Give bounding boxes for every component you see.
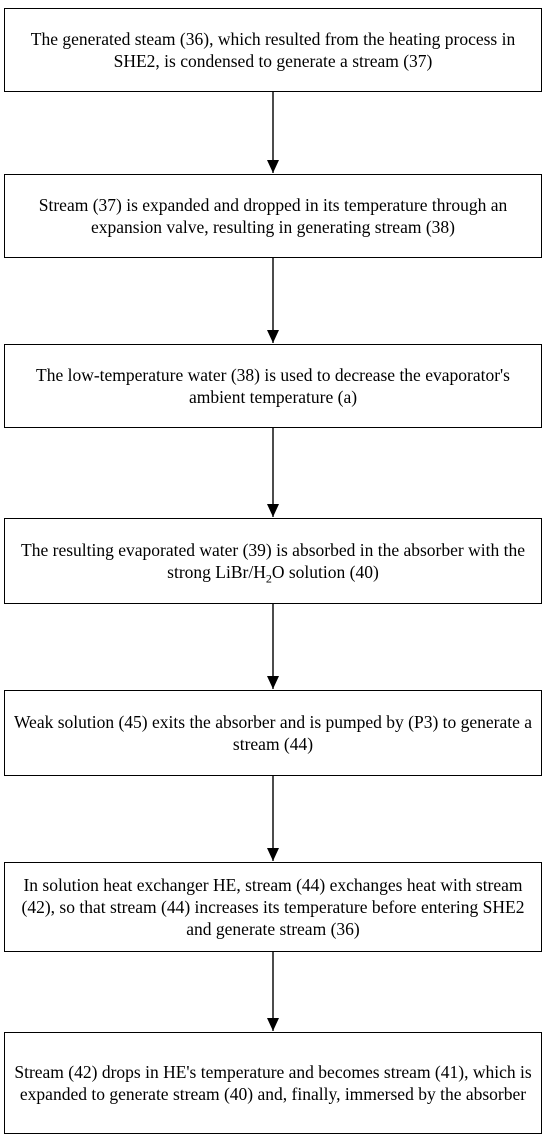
step-1-text: The generated steam (36), which resulted… bbox=[30, 29, 516, 71]
step-4-subscript: 2 bbox=[265, 571, 272, 586]
step-4-text-before: The resulting evaporated water (39) is a… bbox=[21, 540, 525, 582]
step-2-text: Stream (37) is expanded and dropped in i… bbox=[38, 195, 508, 237]
step-7-text: Stream (42) drops in HE's temperature an… bbox=[14, 1062, 532, 1104]
step-4-text-after: O solution (40) bbox=[271, 562, 379, 582]
step-3-text: The low-temperature water (38) is used t… bbox=[36, 365, 510, 407]
step-6-text: In solution heat exchanger HE, stream (4… bbox=[21, 875, 525, 939]
step-4-box: The resulting evaporated water (39) is a… bbox=[4, 518, 542, 604]
step-2-box: Stream (37) is expanded and dropped in i… bbox=[4, 174, 542, 258]
arrow-3-4-head bbox=[267, 504, 279, 517]
arrow-4-5-head bbox=[267, 676, 279, 689]
step-4-text: The resulting evaporated water (39) is a… bbox=[11, 539, 535, 586]
step-1-box: The generated steam (36), which resulted… bbox=[4, 8, 542, 92]
step-5-box: Weak solution (45) exits the absorber an… bbox=[4, 690, 542, 776]
arrow-6-7-head bbox=[267, 1018, 279, 1031]
arrow-5-6-head bbox=[267, 848, 279, 861]
step-5-text: Weak solution (45) exits the absorber an… bbox=[13, 712, 533, 754]
arrow-1-2-head bbox=[267, 160, 279, 173]
step-7-box: Stream (42) drops in HE's temperature an… bbox=[4, 1032, 542, 1134]
step-6-box: In solution heat exchanger HE, stream (4… bbox=[4, 862, 542, 952]
arrow-2-3-head bbox=[267, 330, 279, 343]
step-3-box: The low-temperature water (38) is used t… bbox=[4, 344, 542, 428]
